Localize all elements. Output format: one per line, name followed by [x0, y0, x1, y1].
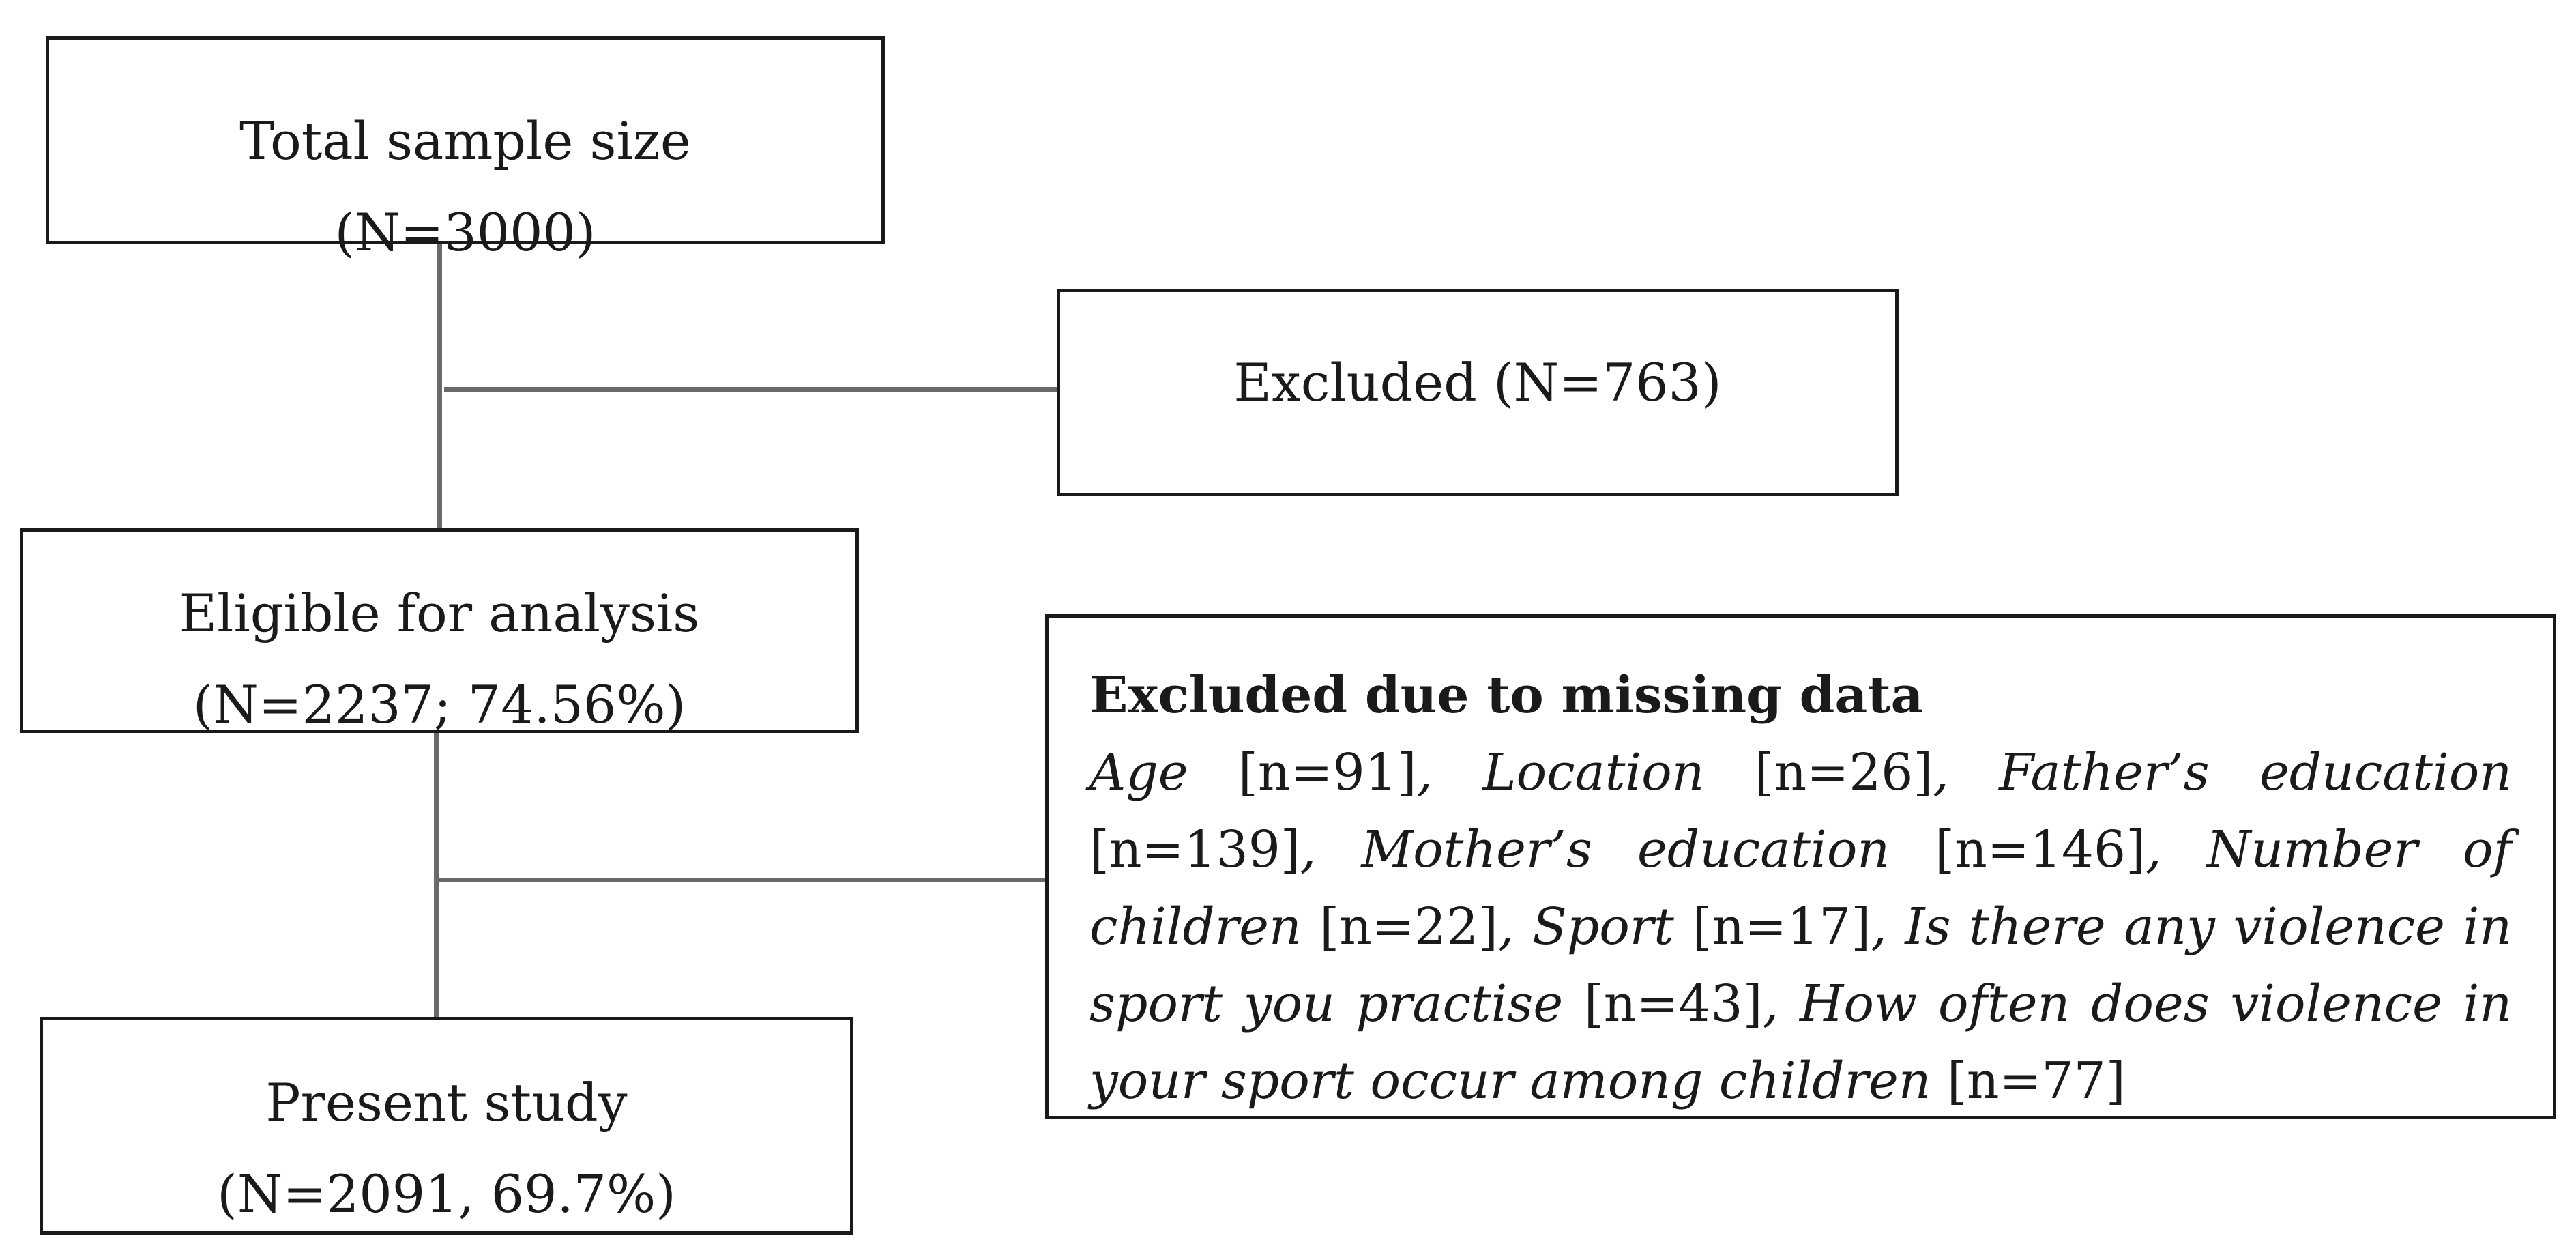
connector-total-to-eligible [437, 244, 442, 528]
missing-data-item-count: [n=26] [1754, 743, 1933, 802]
eligible-title: Eligible for analysis [179, 583, 700, 644]
missing-data-item-name: Sport [1532, 897, 1674, 956]
missing-data-item-separator: , [1871, 897, 1905, 956]
missing-data-item-name: Age [1089, 743, 1188, 802]
eligible-box: Eligible for analysis (N=2237; 74.56%) [20, 528, 859, 735]
missing-data-item-count: [n=17] [1692, 897, 1871, 956]
missing-data-item-name: Is there any violence in sport you pract… [1089, 897, 2512, 1033]
missing-data-item: Location [n=26], [1482, 743, 1999, 802]
connector-to-missing-data [437, 878, 1045, 882]
connector-eligible-to-present [434, 733, 439, 1017]
missing-data-item-name: Number of children [1089, 820, 2513, 956]
present-study-title: Present study [265, 1072, 628, 1133]
missing-data-list: Age [n=91], Location [n=26], Father’s ed… [1089, 743, 2512, 1110]
connector-to-excluded [444, 387, 1057, 392]
total-sample-title: Total sample size [239, 111, 691, 171]
excluded-box: Excluded (N=763) [1057, 289, 1899, 496]
missing-data-item-count: [n=43] [1583, 975, 1763, 1033]
missing-data-item: Is there any violence in sport you pract… [1089, 897, 2512, 1033]
present-study-box: Present study (N=2091, 69.7%) [40, 1017, 853, 1235]
missing-data-item-separator: , [1416, 743, 1483, 802]
missing-data-item-count: [n=77] [1947, 1052, 2126, 1110]
missing-data-item: Number of children [n=22], [1089, 820, 2512, 956]
excluded-label: Excluded (N=763) [1233, 352, 1722, 413]
missing-data-item-separator: , [2145, 820, 2207, 879]
missing-data-item: Sport [n=17], [1532, 897, 1905, 956]
total-sample-box: Total sample size (N=3000) [46, 36, 885, 263]
missing-data-item-name: How often does violence in your sport oc… [1089, 975, 2512, 1110]
missing-data-item-separator: , [1762, 975, 1800, 1033]
missing-data-item-count: [n=139] [1089, 820, 1300, 879]
missing-data-item-separator: , [1933, 743, 2000, 802]
total-sample-count: (N=3000) [334, 202, 596, 263]
missing-data-item-name: Father’s education [1999, 743, 2512, 802]
missing-data-item: Mother’s education [n=146], [1361, 820, 2206, 879]
missing-data-item-count: [n=91] [1238, 743, 1417, 802]
missing-data-item-name: Location [1482, 743, 1705, 802]
missing-data-item: How often does violence in your sport oc… [1089, 975, 2512, 1110]
eligible-count: (N=2237; 74.56%) [192, 674, 686, 735]
missing-data-item-count: [n=146] [1935, 820, 2146, 879]
missing-data-box: Excluded due to missing data Age [n=91],… [1045, 614, 2556, 1119]
missing-data-title: Excluded due to missing data [1089, 666, 1924, 725]
missing-data-item: Age [n=91], [1089, 743, 1482, 802]
missing-data-item: Father’s education [n=139], [1089, 743, 2512, 879]
missing-data-item-count: [n=22] [1319, 897, 1498, 956]
missing-data-item-separator: , [1497, 897, 1533, 956]
missing-data-item-separator: , [1300, 820, 1362, 879]
present-study-count: (N=2091, 69.7%) [217, 1164, 676, 1224]
missing-data-item-name: Mother’s education [1361, 820, 1890, 879]
